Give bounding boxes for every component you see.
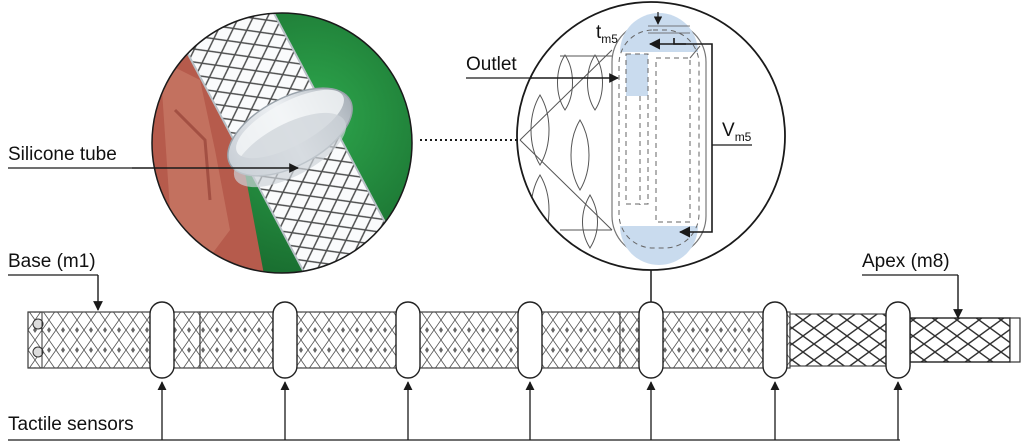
zoom-inset	[517, 2, 785, 270]
silicone-tube-label: Silicone tube	[8, 144, 117, 165]
outlet-label: Outlet	[466, 54, 517, 75]
tactile-sensors	[149, 301, 911, 440]
chamber-capsule	[611, 13, 707, 265]
tactile-sensors-label: Tactile sensors	[8, 414, 134, 435]
tactile-sensor-5	[638, 301, 664, 379]
thickness-label: tm5	[596, 22, 618, 46]
apex-label: Apex (m8)	[862, 251, 950, 272]
tactile-sensor-6	[762, 301, 788, 379]
tactile-sensor-7	[885, 301, 911, 379]
tactile-sensor-3	[395, 301, 421, 379]
base-label: Base (m1)	[8, 251, 96, 272]
tactile-sensor-4	[517, 301, 543, 379]
tactile-sensor-1	[149, 301, 175, 379]
tactile-sensor-2	[272, 301, 298, 379]
volume-label: Vm5	[722, 120, 752, 144]
